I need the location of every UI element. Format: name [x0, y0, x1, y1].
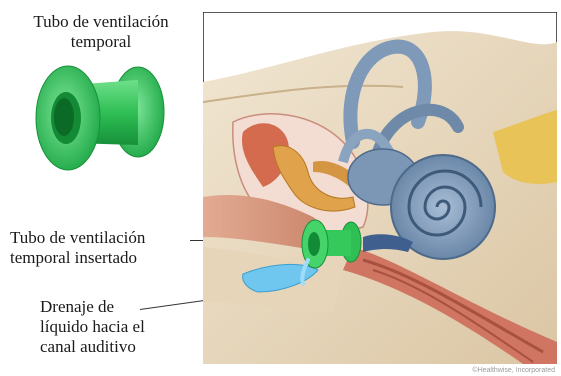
inserted-line1: Tubo de ventilación [10, 228, 200, 248]
inserted-line2: temporal insertado [10, 248, 200, 268]
tube-title-line2: temporal [6, 32, 196, 52]
inserted-tube-label: Tubo de ventilación temporal insertado [10, 228, 200, 268]
drain-line1: Drenaje de [40, 297, 190, 317]
tube-title-line1: Tubo de ventilación [6, 12, 196, 32]
watermark-text: ©Healthwise, Incorporated [472, 367, 555, 374]
drain-line3: canal auditivo [40, 337, 190, 357]
ventilation-tube-illustration [20, 55, 180, 180]
drain-line2: líquido hacia el [40, 317, 190, 337]
ear-anatomy-illustration [203, 12, 557, 364]
tube-title-label: Tubo de ventilación temporal [6, 12, 196, 52]
